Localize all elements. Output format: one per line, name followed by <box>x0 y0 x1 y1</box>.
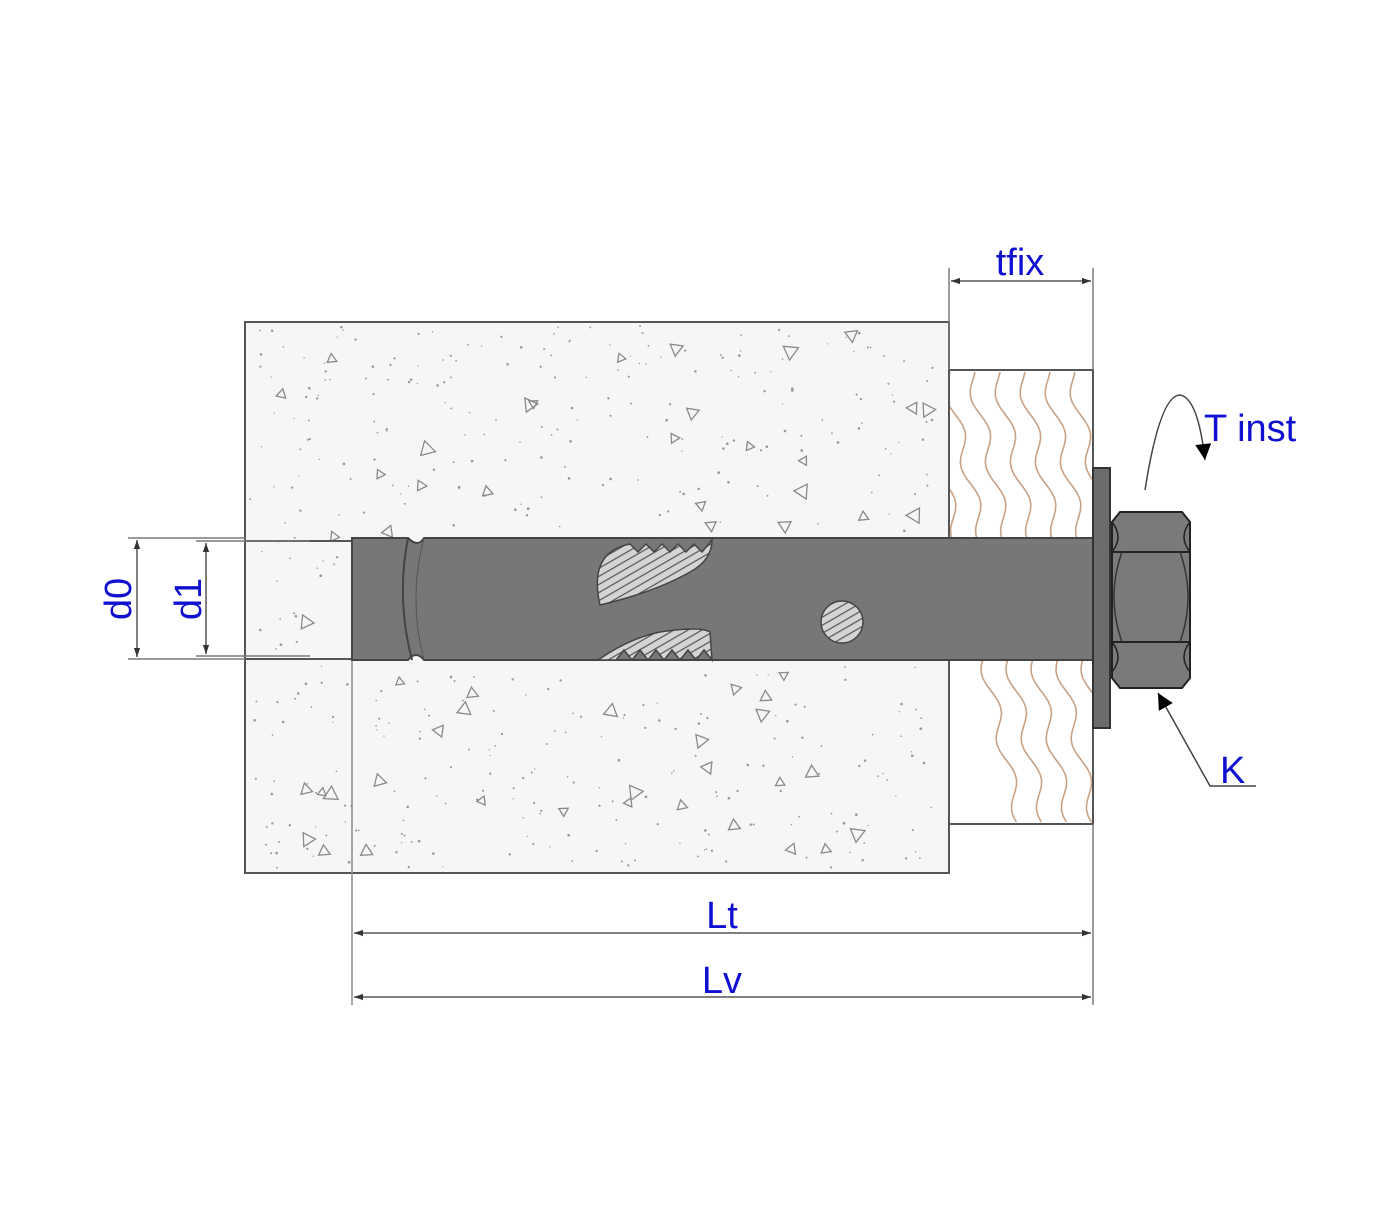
hex-nut <box>1111 511 1191 689</box>
dimension-lt: Lt <box>354 824 1094 1005</box>
lv-label: Lv <box>702 960 742 1002</box>
d0-label: d0 <box>98 578 140 620</box>
lower-thread-section <box>595 628 713 663</box>
k-callout: K <box>1157 692 1256 792</box>
concrete-aggregate <box>249 325 938 869</box>
k-label: K <box>1220 750 1245 792</box>
tfix-label: tfix <box>996 242 1045 284</box>
pin-section <box>820 600 864 644</box>
dimension-d0: d0 <box>98 537 245 660</box>
lt-label: Lt <box>706 895 738 937</box>
dimension-d1: d1 <box>168 540 310 657</box>
dimension-tfix: tfix <box>948 242 1094 370</box>
dimension-lv: Lv <box>354 960 1091 1002</box>
torque-indicator: T inst <box>1144 394 1297 491</box>
d1-label: d1 <box>168 578 210 620</box>
anchor-bolt <box>351 537 1101 663</box>
washer <box>1092 467 1111 729</box>
torque-label: T inst <box>1204 408 1297 450</box>
upper-thread-section <box>596 537 713 606</box>
torque-arrow-icon <box>1144 394 1212 491</box>
